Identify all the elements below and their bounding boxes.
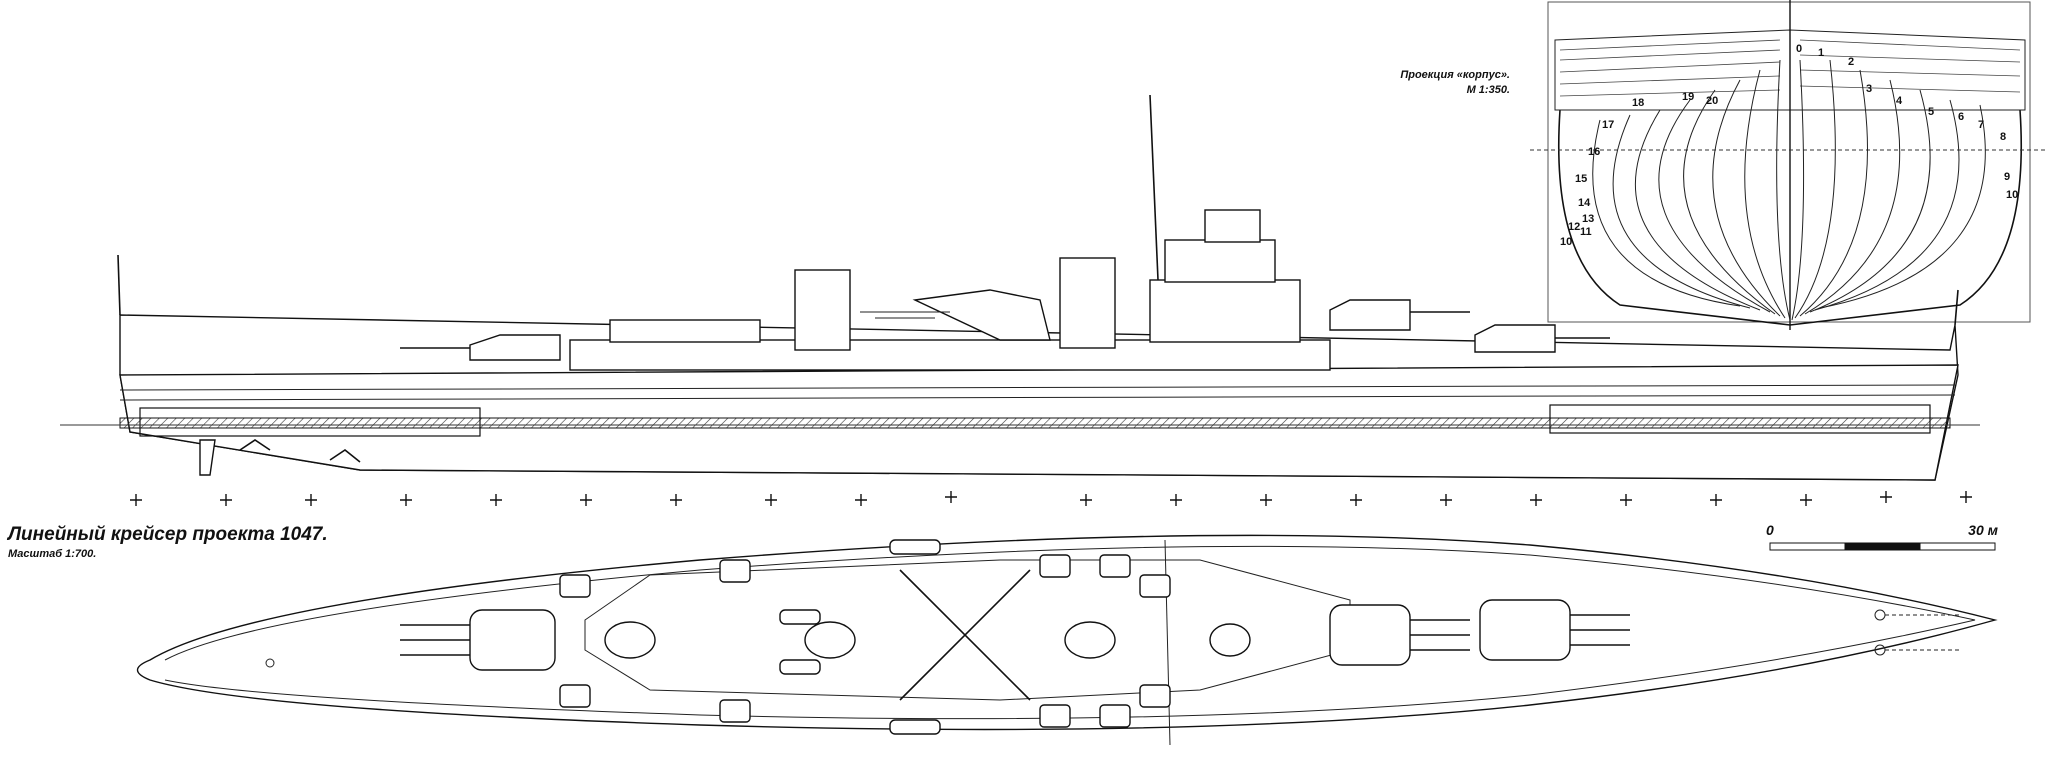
body-plan-title: Проекция «корпус». <box>1400 69 1510 81</box>
station-label: 20 <box>1706 95 1718 107</box>
station-label: 8 <box>2000 131 2006 143</box>
station-label: 0 <box>1796 43 1802 55</box>
body-plan: 20 19 18 17 16 15 14 13 12 11 10 0 1 2 3… <box>1530 0 2045 330</box>
station-label: 13 <box>1582 213 1594 225</box>
scale-start: 0 <box>1766 522 1774 538</box>
station-label: 3 <box>1866 83 1872 95</box>
turret-1 <box>1329 604 1411 666</box>
drawing-title: Линейный крейсер проекта 1047. <box>6 524 328 545</box>
station-label: 10 <box>2006 189 2018 201</box>
station-label: 17 <box>1602 119 1614 131</box>
station-label: 12 <box>1568 221 1580 233</box>
station-label: 6 <box>1958 111 1964 123</box>
turret-aft <box>469 334 561 361</box>
station-label: 1 <box>1818 47 1824 59</box>
station-label: 14 <box>1578 197 1591 209</box>
turret-2 <box>1479 599 1571 661</box>
turret-3 <box>469 609 556 671</box>
scale-end: 30 м <box>1968 522 1998 538</box>
turret-fwd-2 <box>1474 324 1556 353</box>
plan-view <box>136 534 1998 746</box>
station-label: 7 <box>1978 119 1984 131</box>
station-label: 18 <box>1632 97 1644 109</box>
turret-fwd-1 <box>1329 299 1411 331</box>
side-profile <box>60 94 1980 481</box>
station-label: 11 <box>1580 226 1592 238</box>
station-label: 16 <box>1588 146 1600 158</box>
station-label: 4 <box>1896 95 1903 107</box>
body-plan-scale: М 1:350. <box>1467 84 1510 96</box>
station-label: 10 <box>1560 236 1572 248</box>
station-label: 19 <box>1682 91 1694 103</box>
station-label: 2 <box>1848 56 1854 68</box>
drawing-scale: Масштаб 1:700. <box>8 548 96 560</box>
station-label: 15 <box>1575 173 1587 185</box>
station-label: 5 <box>1928 106 1934 118</box>
scale-bar: 0 30 м <box>1766 522 1999 551</box>
station-markers <box>130 491 1972 506</box>
station-label: 9 <box>2004 171 2010 183</box>
